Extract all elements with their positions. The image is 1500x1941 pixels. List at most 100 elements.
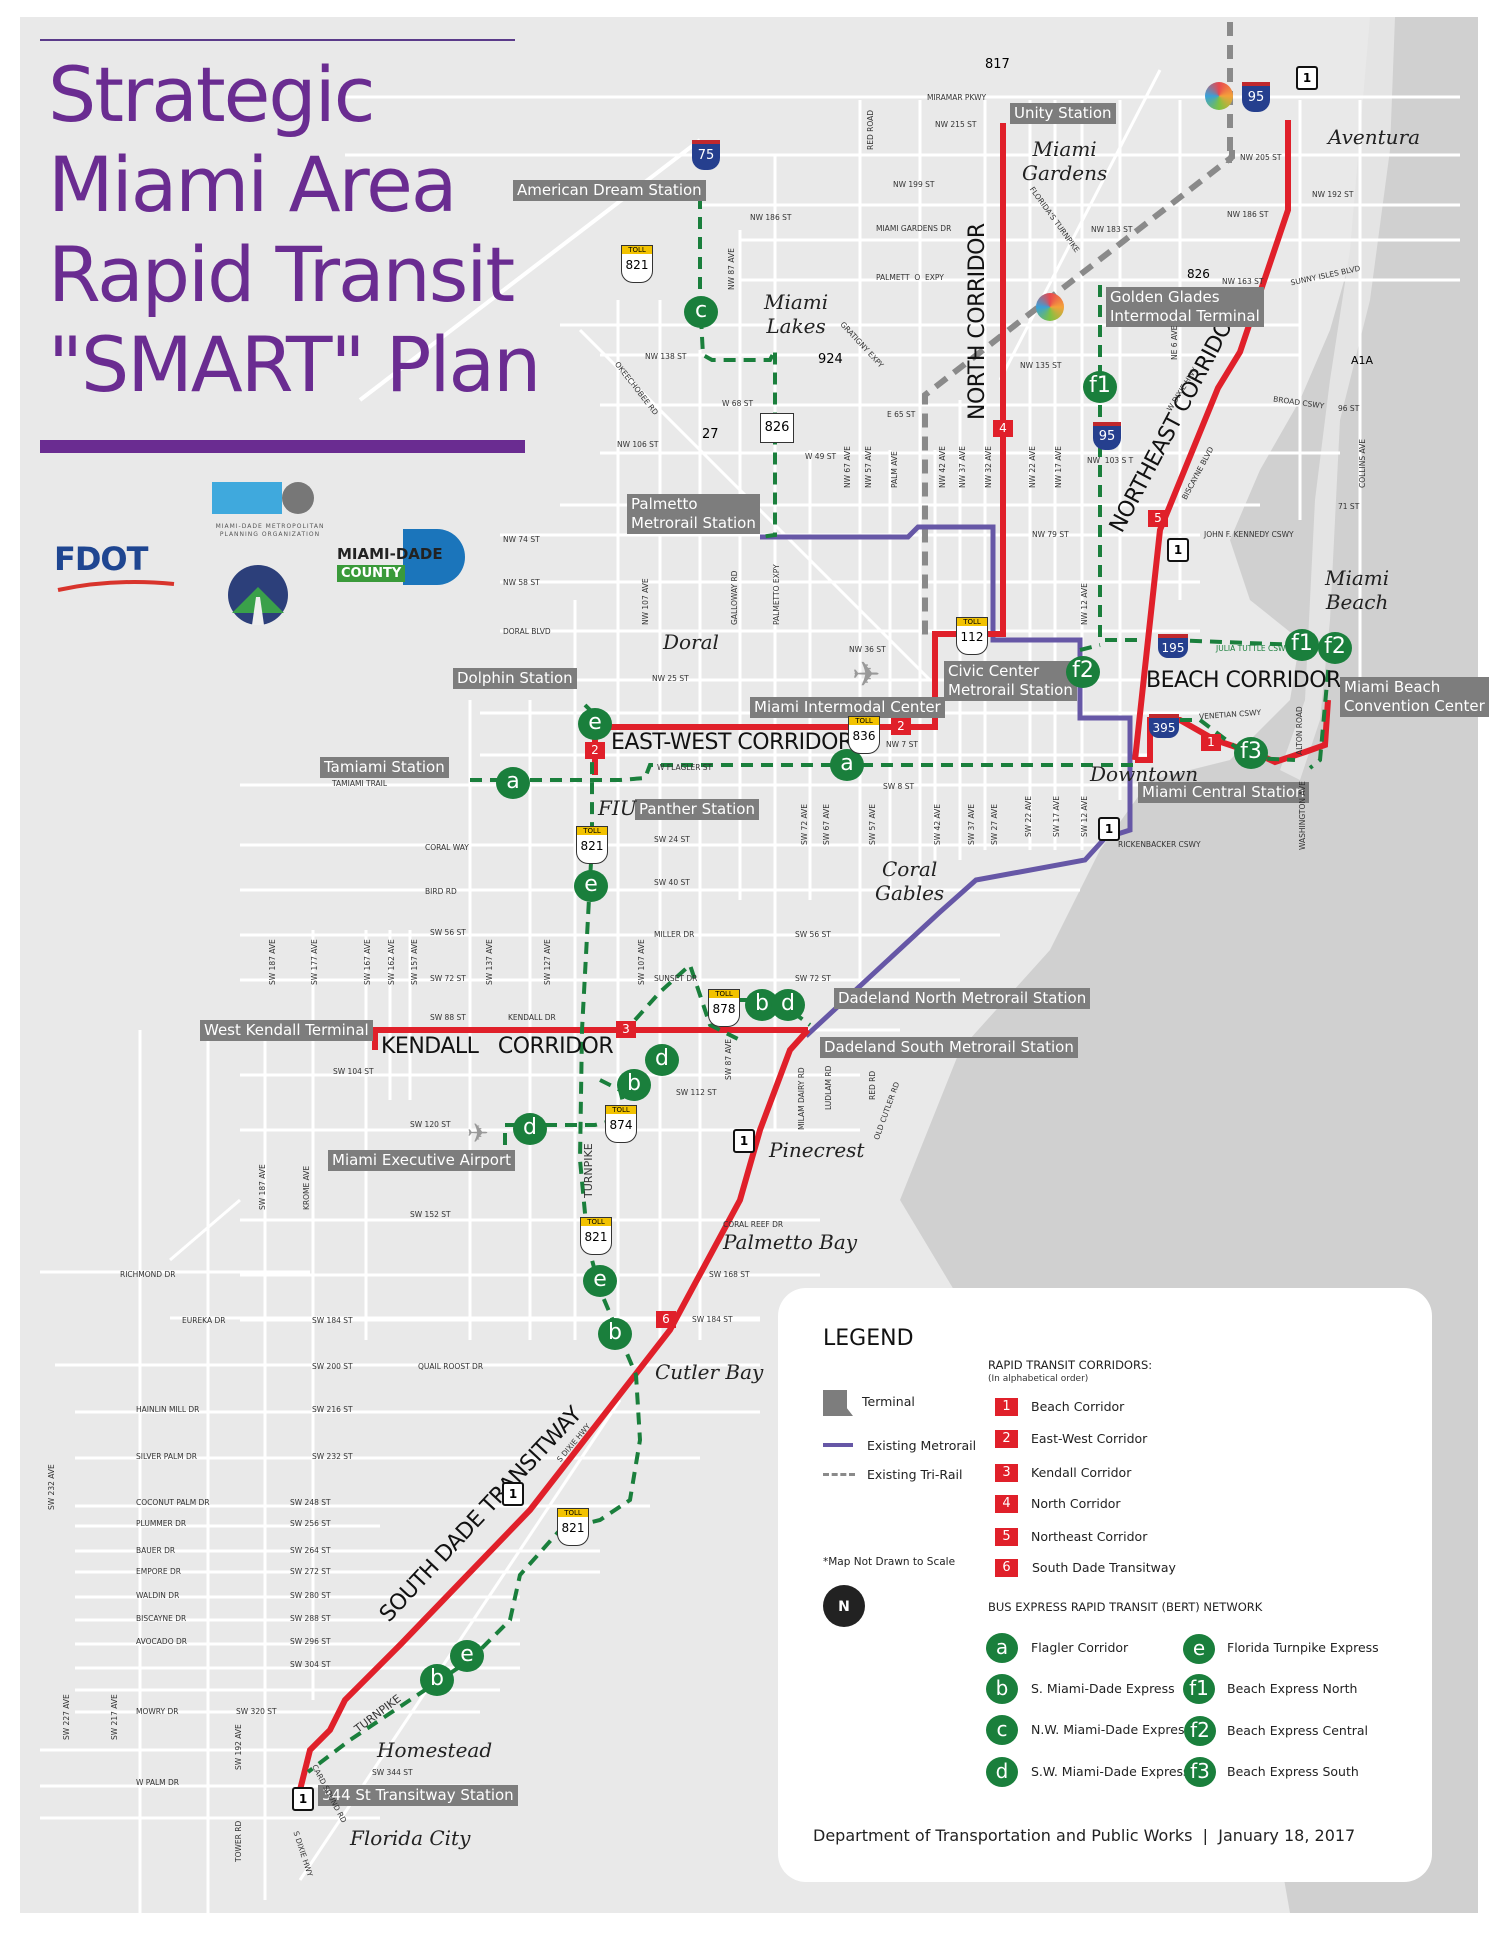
street-label: SW 168 ST: [709, 1270, 750, 1279]
avenue-label: SW 187 AVE: [258, 1164, 267, 1210]
legend-terminal-label: Terminal: [862, 1394, 915, 1409]
street-label: SW 88 ST: [430, 1013, 466, 1022]
avenue-label: NW 32 AVE: [984, 446, 993, 488]
station-miami-beach-convention-center[interactable]: Miami Beach Convention Center: [1340, 677, 1489, 717]
bert-marker-e-south[interactable]: e: [583, 1265, 617, 1297]
street-label: SW 216 ST: [312, 1405, 353, 1414]
corridor-badge-6: 6: [656, 1311, 676, 1328]
station-unity[interactable]: Unity Station: [1010, 103, 1116, 124]
legend-bert-name: S.W. Miami-Dade Express: [1031, 1764, 1190, 1779]
bert-marker-e-homestead[interactable]: e: [450, 1640, 484, 1672]
avenue-label: LUDLAM RD: [824, 1065, 833, 1110]
street-label: JOHN F. KENNEDY CSWY: [1204, 530, 1294, 539]
bert-marker-f2-west[interactable]: f2: [1066, 656, 1100, 688]
toll-836-shield-icon: TOLL 836: [848, 716, 880, 754]
bert-marker-f2-beach[interactable]: f2: [1318, 632, 1352, 664]
street-label: RICHMOND DR: [120, 1270, 176, 1279]
station-civic-center[interactable]: Civic Center Metrorail Station: [944, 661, 1077, 701]
avenue-label: SW 107 AVE: [637, 939, 646, 985]
northeast-corridor-line: [1132, 120, 1291, 761]
avenue-label: SW 87 AVE: [724, 1038, 733, 1080]
bert-marker-f1-beach[interactable]: f1: [1285, 629, 1319, 661]
station-miami-executive-airport[interactable]: Miami Executive Airport: [328, 1150, 515, 1171]
miami-dade-county-logo: MIAMI-DADE COUNTY: [337, 527, 477, 587]
bert-marker-c[interactable]: c: [684, 296, 718, 328]
palmetto-line-1: Palmetto: [631, 495, 698, 513]
legend-panel: LEGEND Terminal Existing Metrorail Exist…: [778, 1288, 1432, 1882]
street-label: NW 199 ST: [893, 180, 935, 189]
toll-821-shield-homestead-icon: TOLL 821: [557, 1508, 589, 1546]
interstate-195-shield-icon: 195: [1158, 634, 1188, 658]
toll-112-shield-icon: TOLL 112: [956, 617, 988, 655]
avenue-label: COLLINS AVE: [1358, 439, 1367, 488]
bert-marker-d-airport[interactable]: d: [513, 1113, 547, 1145]
avenue-label: SW 57 AVE: [868, 803, 877, 845]
station-miami-intermodal-center[interactable]: Miami Intermodal Center: [750, 697, 945, 718]
avenue-label: SW 72 AVE: [800, 803, 809, 845]
interstate-395-shield-icon: 395: [1149, 714, 1179, 738]
place-cutler-bay: Cutler Bay: [655, 1360, 764, 1384]
street-label: SW 56 ST: [795, 930, 831, 939]
avenue-label: NW 67 AVE: [843, 446, 852, 488]
north-arrow-letter: N: [838, 1599, 850, 1615]
station-panther[interactable]: Panther Station: [635, 799, 759, 820]
bert-marker-b-cutler[interactable]: b: [598, 1318, 632, 1350]
station-west-kendall-terminal[interactable]: West Kendall Terminal: [200, 1020, 373, 1041]
station-golden-glades[interactable]: Golden Glades Intermodal Terminal: [1106, 287, 1264, 327]
bert-marker-a-east[interactable]: a: [830, 749, 864, 781]
street-label: JULIA TUTTLE CSWY: [1216, 644, 1291, 653]
us-1-shield-icon: 1: [733, 1129, 755, 1153]
bert-marker-e-mid[interactable]: e: [574, 870, 608, 902]
bert-marker-b-kendall[interactable]: b: [617, 1069, 651, 1101]
station-344-st-transitway[interactable]: 344 St Transitway Station: [318, 1785, 518, 1806]
street-label: MIRAMAR PKWY: [927, 93, 987, 102]
street-label: CORAL REEF DR: [723, 1220, 784, 1229]
station-dadeland-south[interactable]: Dadeland South Metrorail Station: [820, 1037, 1078, 1058]
street-label: SW 232 ST: [312, 1452, 353, 1461]
street-label: RICKENBACKER CSWY: [1118, 840, 1201, 849]
station-dadeland-north[interactable]: Dadeland North Metrorail Station: [834, 988, 1091, 1009]
toll-tag: TOLL: [957, 618, 987, 626]
metrorail-line: [760, 524, 1133, 1038]
street-label: BIRD RD: [425, 887, 457, 896]
street-label: NW 192 ST: [1312, 190, 1354, 199]
street-label: DORAL BLVD: [503, 627, 551, 636]
avenue-label: SW 177 AVE: [310, 939, 319, 985]
street-label: NW 7 ST: [886, 740, 918, 749]
mpo-subtitle-1: MIAMI-DADE METROPOLITAN: [215, 523, 325, 530]
legend-bert-badge: a: [986, 1633, 1018, 1663]
civic-center-line-2: Metrorail Station: [948, 681, 1073, 699]
station-palmetto-metrorail[interactable]: Palmetto Metrorail Station: [627, 494, 760, 534]
station-miami-central[interactable]: Miami Central Station: [1138, 782, 1309, 803]
toll-tag: TOLL: [849, 717, 879, 725]
station-dolphin[interactable]: Dolphin Station: [453, 668, 577, 689]
legend-bert-name: S. Miami-Dade Express: [1031, 1681, 1175, 1696]
street-label: NW 58 ST: [503, 578, 540, 587]
toll-tag: TOLL: [622, 246, 652, 254]
bert-marker-d-kendall[interactable]: d: [645, 1044, 679, 1076]
legend-corridor-badge: 5: [995, 1528, 1018, 1546]
street-label: TAMIAMI TRAIL: [332, 779, 388, 788]
street-label: SW 296 ST: [290, 1637, 331, 1646]
miami-gardens-line-2: Gardens: [1022, 161, 1108, 185]
mdc-line-1: MIAMI-DADE: [337, 545, 443, 563]
bert-marker-b-homestead[interactable]: b: [420, 1664, 454, 1696]
bert-marker-d-878[interactable]: d: [771, 989, 805, 1021]
avenue-label: RED RD: [868, 1070, 877, 1100]
mbcc-line-1: Miami Beach: [1344, 678, 1441, 696]
station-tamiami[interactable]: Tamiami Station: [320, 757, 449, 778]
bert-marker-a-tamiami[interactable]: a: [496, 767, 530, 799]
corridor-badge-2b: 2: [585, 742, 605, 759]
airport-icon: ✈: [467, 1118, 489, 1148]
place-miami-lakes: Miami Lakes: [764, 290, 828, 338]
legend-bert-name: Beach Express Central: [1227, 1723, 1368, 1738]
place-coral-gables: Coral Gables: [875, 857, 944, 905]
legend-corridor-name: Northeast Corridor: [1031, 1529, 1148, 1544]
bert-marker-e-dolphin[interactable]: e: [578, 708, 612, 740]
legend-corridor-badge: 6: [995, 1559, 1018, 1577]
station-american-dream[interactable]: American Dream Station: [513, 180, 706, 201]
street-label: EMPORE DR: [136, 1567, 181, 1576]
bert-marker-f1-north[interactable]: f1: [1083, 371, 1117, 403]
legend-scale-note: *Map Not Drawn to Scale: [823, 1556, 956, 1568]
bert-marker-f3[interactable]: f3: [1234, 737, 1268, 769]
